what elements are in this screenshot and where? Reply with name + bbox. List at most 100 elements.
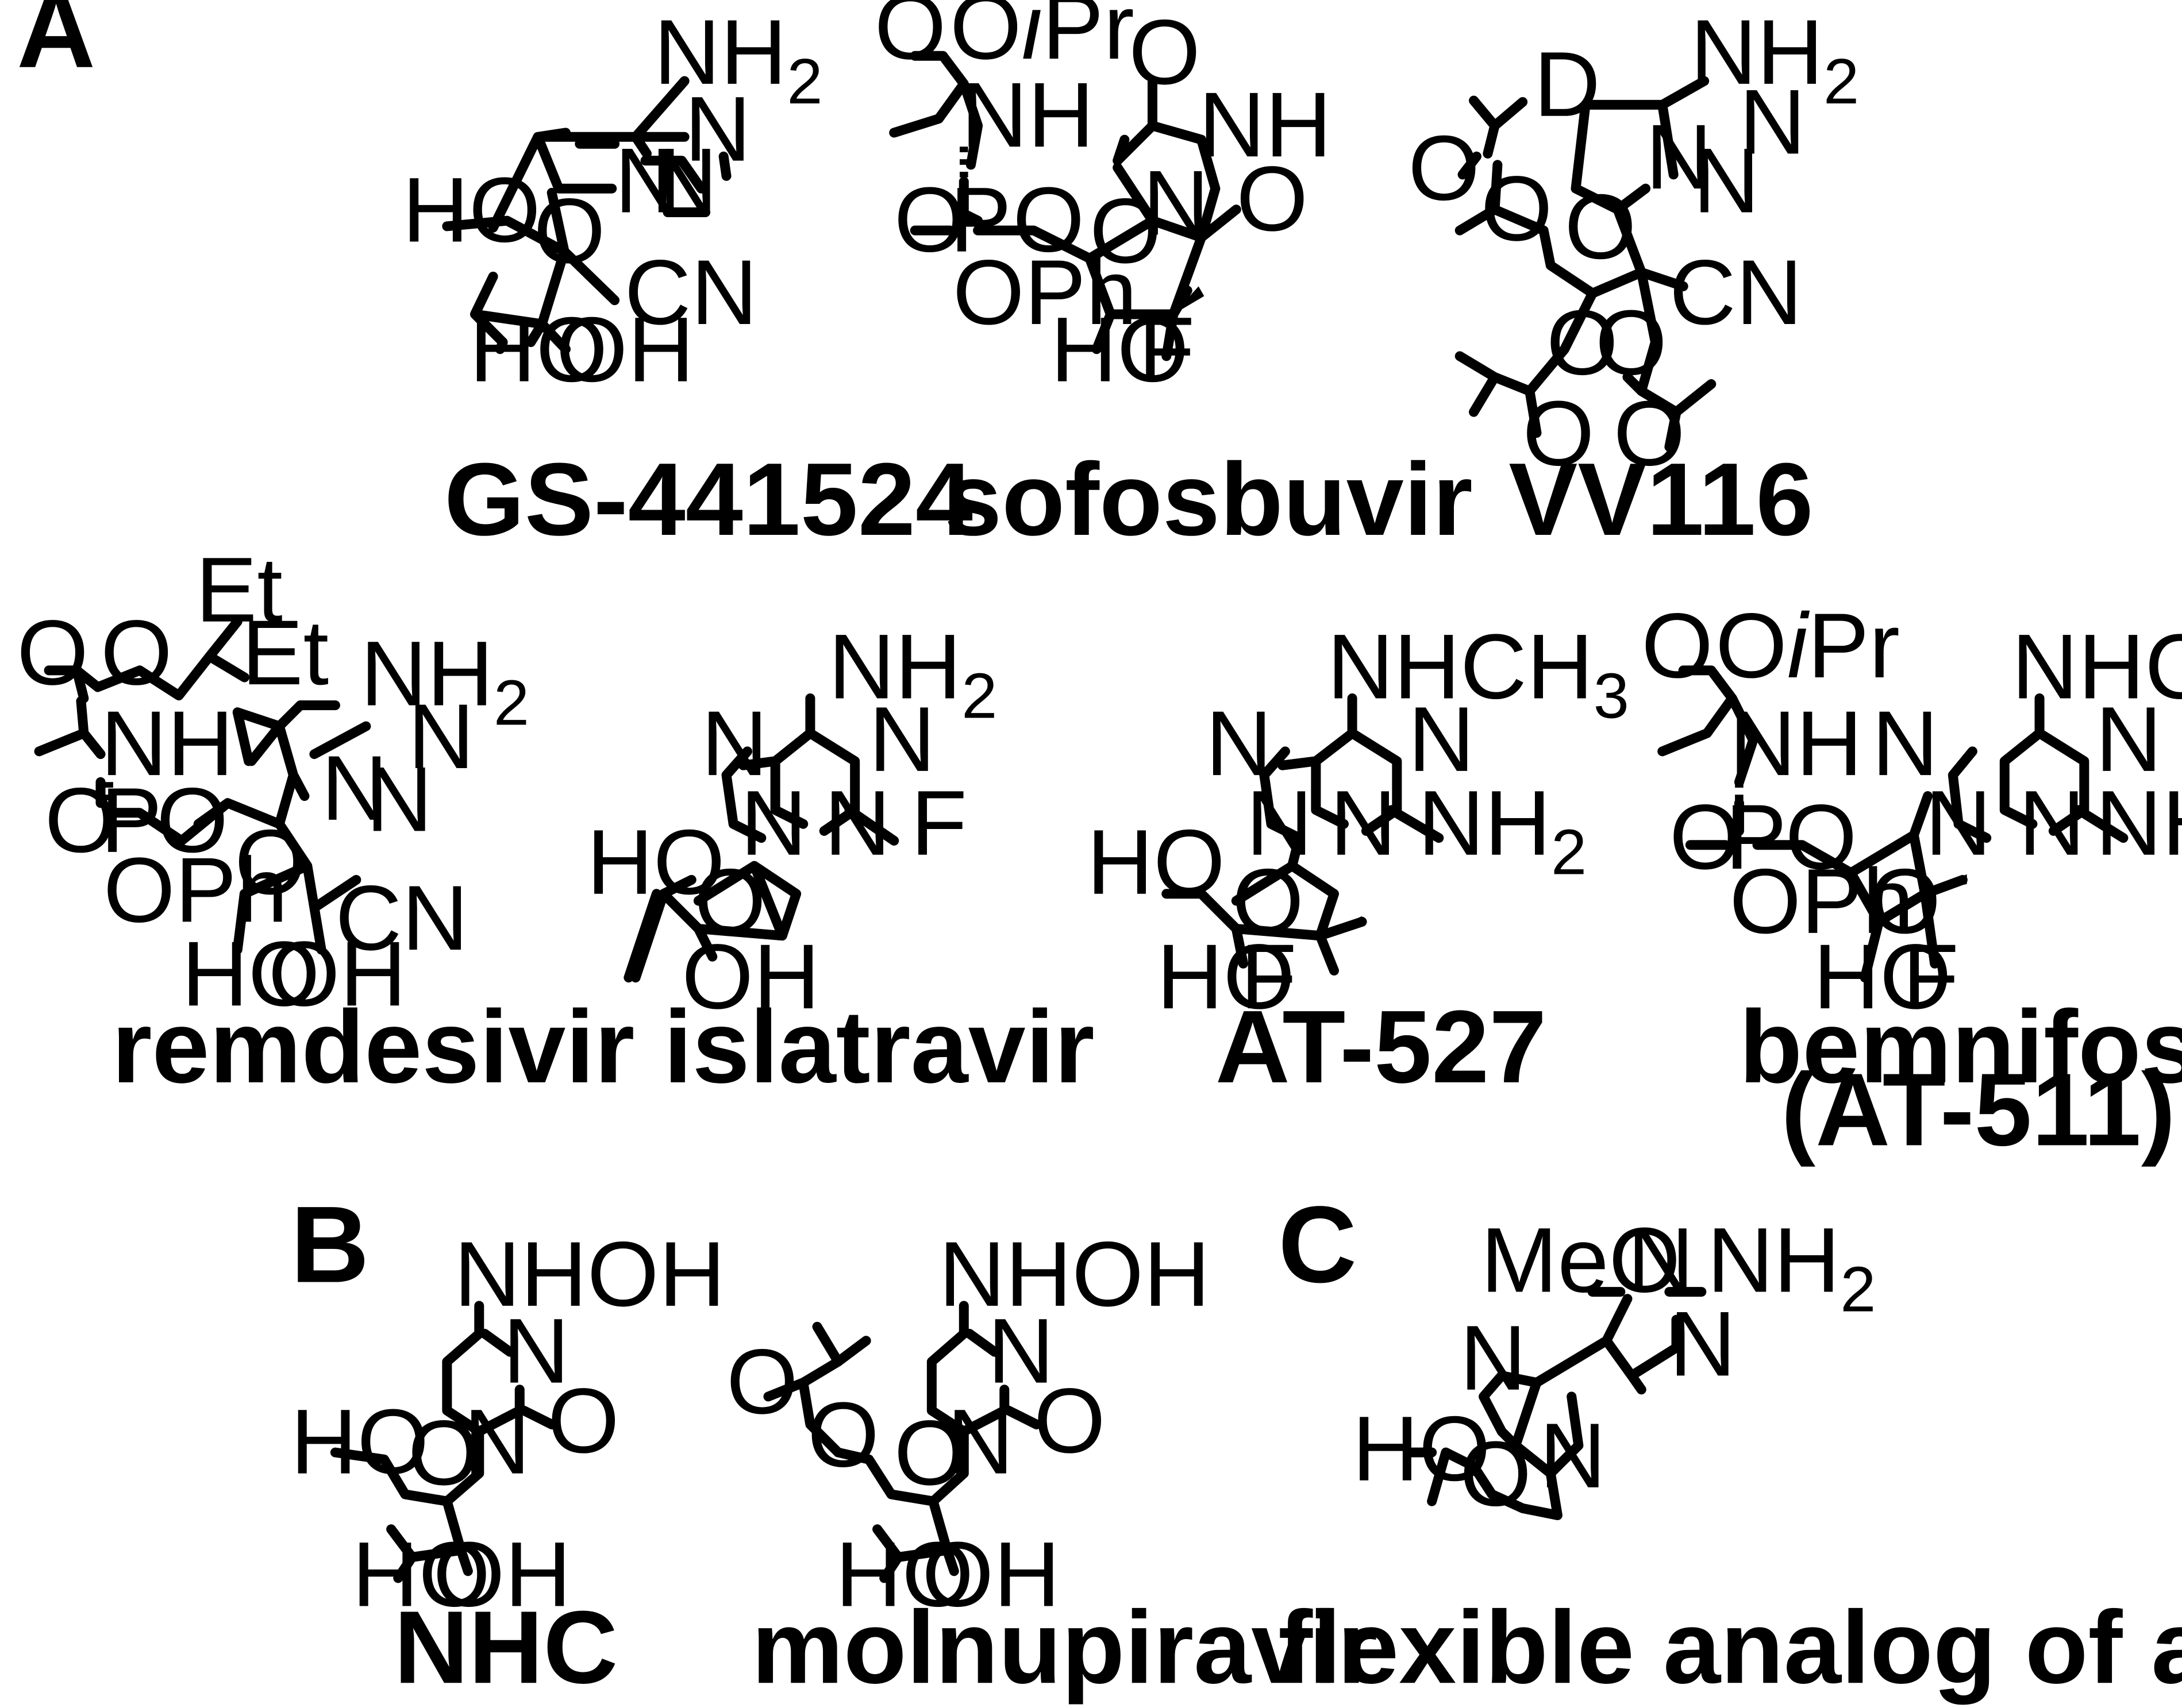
atom-cn: CN [625, 241, 758, 344]
atom-cn: CN [335, 866, 468, 969]
atom-o: O [101, 601, 172, 704]
atom-oph: OPh [103, 838, 288, 941]
atom-o: O [1481, 157, 1553, 260]
atom-o: O [1523, 382, 1595, 485]
atom-ho: HO [1813, 925, 1952, 1028]
atom-n: N [464, 1390, 530, 1493]
atom-cn: CN [1669, 241, 1803, 344]
atom-nh2: NH2 [828, 615, 997, 731]
atom-o: O [894, 1401, 966, 1504]
compound-name: sofosbuvir [944, 442, 1472, 557]
atom-n: N [2095, 688, 2162, 791]
atom-n: N [947, 1390, 1014, 1493]
atom-n: N [1925, 772, 1992, 874]
atom-n: N [740, 772, 807, 874]
atom-n: N [321, 737, 388, 839]
atom-n: N [2019, 772, 2085, 874]
atom-o: O [408, 1401, 480, 1504]
atom-o: O [17, 601, 88, 704]
atom-nh: NH [1199, 73, 1332, 176]
atom-nh2: NH2 [1690, 1, 1859, 117]
atom-d: D [1534, 33, 1600, 136]
atom-o: O [1408, 117, 1480, 219]
compound-name: remdesivir [111, 989, 634, 1105]
structure-remdesivir: Et O O Et NH2 NH N N N O P O O OPh CN HO… [17, 538, 634, 1105]
structure-molnupiravir: NHOH N O O N O O HO OH molnupiravir [726, 1223, 1377, 1705]
atom-ho: HO [1352, 1397, 1491, 1500]
atom-oph: OPh [953, 241, 1137, 344]
structure-acyclovir-analog: MeO N NH2 N N N HO O flexible analog of … [1278, 1209, 2182, 1706]
atom-o: O [1236, 147, 1308, 250]
atom-o: O [1460, 1422, 1531, 1525]
atom-o: O [1129, 1, 1200, 103]
atom-o: O [534, 179, 606, 282]
atom-o: O [1546, 291, 1618, 394]
atom-n: N [1408, 688, 1475, 791]
structure-gs-441524: NH2 N N N HO O CN HO OH GS-441524 [402, 1, 973, 557]
atom-n: N [1460, 1306, 1526, 1409]
atom-nhoh: NHOH [939, 1223, 1210, 1325]
atom-o: O [1641, 594, 1713, 697]
atom-o: O [1785, 785, 1857, 888]
atom-f: F [911, 772, 967, 874]
atom-n: N [366, 747, 433, 850]
atom-nh2: NH2 [1418, 772, 1587, 888]
atom-o: O [1090, 179, 1161, 282]
atom-nh: NH [961, 63, 1094, 166]
atom-oph: OPh [1729, 850, 1914, 953]
atom-p: P [1725, 785, 1787, 888]
atom-n: N [1872, 692, 1938, 795]
atom-o: O [1614, 382, 1685, 485]
atom-o: O [548, 1369, 619, 1472]
atom-n: N [1540, 1404, 1606, 1507]
atom-ho: HO [1087, 811, 1225, 913]
compound-name: GS-441524 [444, 442, 973, 557]
atom-f: F [1903, 925, 1959, 1028]
atom-o: O [156, 769, 228, 872]
atom-n: N [701, 692, 768, 795]
structure-bemnifosbuvir: O OiPr NHCH3 NH N N O P O N N NH2 O OPh … [1641, 594, 2182, 1167]
atom-et: Et [242, 601, 329, 704]
atom-o: O [894, 168, 966, 271]
atom-ho: HO [402, 159, 541, 261]
compound-name: bemnifosbuvir [1739, 989, 2182, 1105]
compound-name: islatravir [664, 989, 1095, 1105]
panel-label-c: C [1278, 1184, 1357, 1306]
atom-n: N [869, 688, 936, 791]
atom-n: N [824, 772, 891, 874]
structure-at527: NHCH3 N N N N NH2 HO O HO F AT-527 [1087, 615, 1629, 1104]
atom-n: N [615, 129, 682, 232]
atom-o: O [694, 850, 766, 953]
atom-o: O [1595, 291, 1667, 394]
atom-ho: HO [470, 298, 608, 401]
atom-meo: MeO [1481, 1209, 1681, 1312]
atom-n: N [988, 1300, 1055, 1402]
atom-ho: HO [1157, 925, 1295, 1028]
atom-p: P [101, 769, 162, 872]
atom-o: O [1232, 850, 1304, 953]
atom-oh: OH [433, 1523, 572, 1626]
atom-n: N [1142, 151, 1209, 254]
atom-ho: HO [352, 1523, 491, 1626]
atom-n: N [1330, 772, 1396, 874]
atom-o: O [1869, 850, 1941, 953]
atom-o: O [45, 769, 117, 872]
atom-ho: HO [1050, 298, 1189, 401]
atom-nhch3: NHCH3 [1327, 615, 1629, 731]
atom-nh2: NH2 [654, 1, 823, 117]
atom-nh2: NH2 [2095, 772, 2182, 888]
atom-n: N [503, 1300, 569, 1402]
atom-o: O [234, 811, 306, 913]
atom-n: N [651, 129, 718, 232]
atom-n: N [1246, 772, 1313, 874]
atom-n: N [1669, 1292, 1736, 1395]
atom-oh: OH [268, 922, 407, 1025]
atom-oh: OH [922, 1523, 1060, 1626]
compound-name: AT-527 [1215, 989, 1547, 1105]
panel-label-b: B [291, 1184, 370, 1306]
atom-o: O [875, 0, 946, 78]
structure-islatravir: NH2 N N N N F HO O OH islatravir [587, 615, 1095, 1104]
atom-o: O [1013, 168, 1084, 271]
atom-oipr: OiPr [1715, 594, 1900, 697]
structure-vv116: NH2 D N N N O O O CN O O O O VV116 [1408, 1, 1859, 557]
